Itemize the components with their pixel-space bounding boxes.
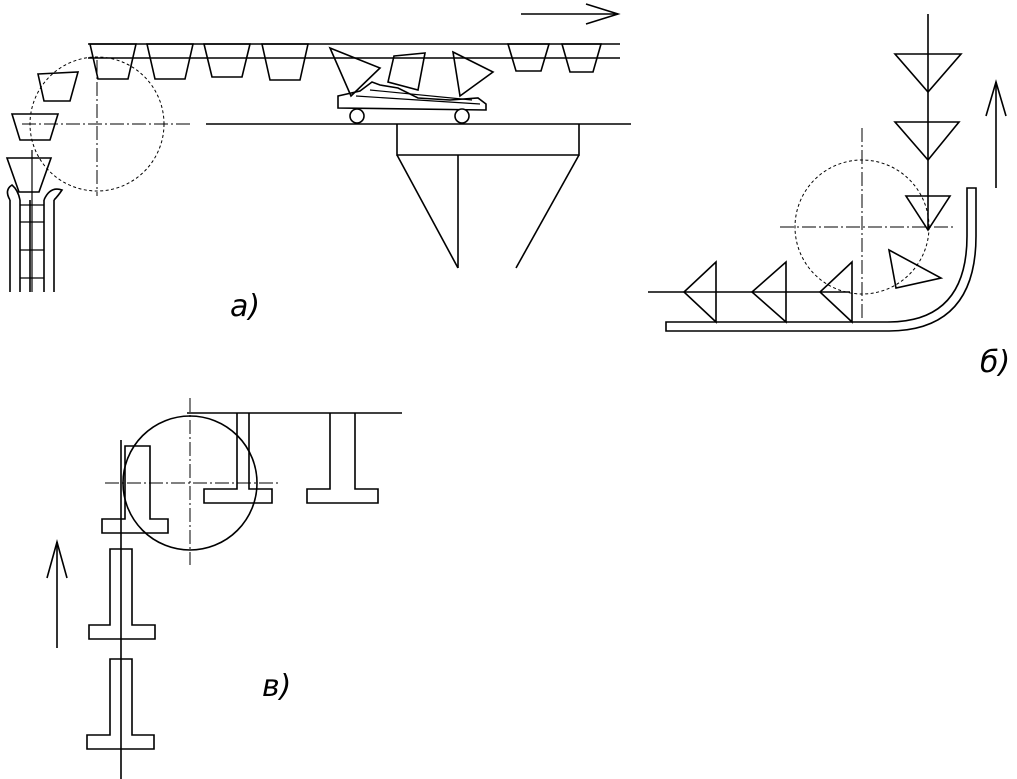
carrier-4 <box>261 43 309 81</box>
carrier-b-3 <box>904 195 952 232</box>
carrier-9 <box>5 157 53 193</box>
cart-carrier-tipped-3 <box>451 50 495 98</box>
cart-carrier-tipped-1 <box>328 46 382 98</box>
carrier-b-6 <box>750 260 787 324</box>
carriers-top <box>88 43 603 81</box>
carrier-6 <box>560 43 603 73</box>
label-a: а) <box>230 289 260 324</box>
carrier-b-5 <box>682 260 717 324</box>
label-b: б) <box>980 345 1010 380</box>
carrier-7 <box>37 71 80 102</box>
carrier-5 <box>506 43 551 72</box>
guide-b <box>665 187 977 332</box>
carrier-v-bend <box>101 445 169 534</box>
carrier-v-top-1 <box>203 413 273 504</box>
direction-arrow-up-v <box>46 539 68 648</box>
carrier-b-7 <box>818 260 853 324</box>
panel-b: б) <box>648 14 1010 380</box>
tipping-cart <box>328 46 495 124</box>
carrier-v-2 <box>86 658 155 750</box>
cart-wheel-left <box>349 108 365 124</box>
carrier-3 <box>202 43 252 78</box>
vertical-guide <box>6 150 64 292</box>
carrier-b-1 <box>893 53 963 94</box>
cart-carrier-tipped-2 <box>387 52 426 91</box>
label-v: в) <box>262 669 291 704</box>
cart-wheel-right <box>454 108 470 124</box>
carrier-v-1 <box>88 548 156 640</box>
carrier-v-top-2 <box>306 413 379 504</box>
direction-arrow-up-b <box>985 79 1007 188</box>
direction-arrow-right <box>521 3 621 25</box>
hopper <box>396 124 580 269</box>
carrier-2 <box>145 43 195 80</box>
carrier-8 <box>10 113 60 141</box>
carriers-descending <box>5 71 80 193</box>
carrier-b-2 <box>893 121 961 162</box>
panel-a: а) <box>5 3 631 324</box>
carrier-b-4 <box>887 248 944 289</box>
panel-v: в) <box>46 398 402 779</box>
carrier-1 <box>88 43 138 80</box>
